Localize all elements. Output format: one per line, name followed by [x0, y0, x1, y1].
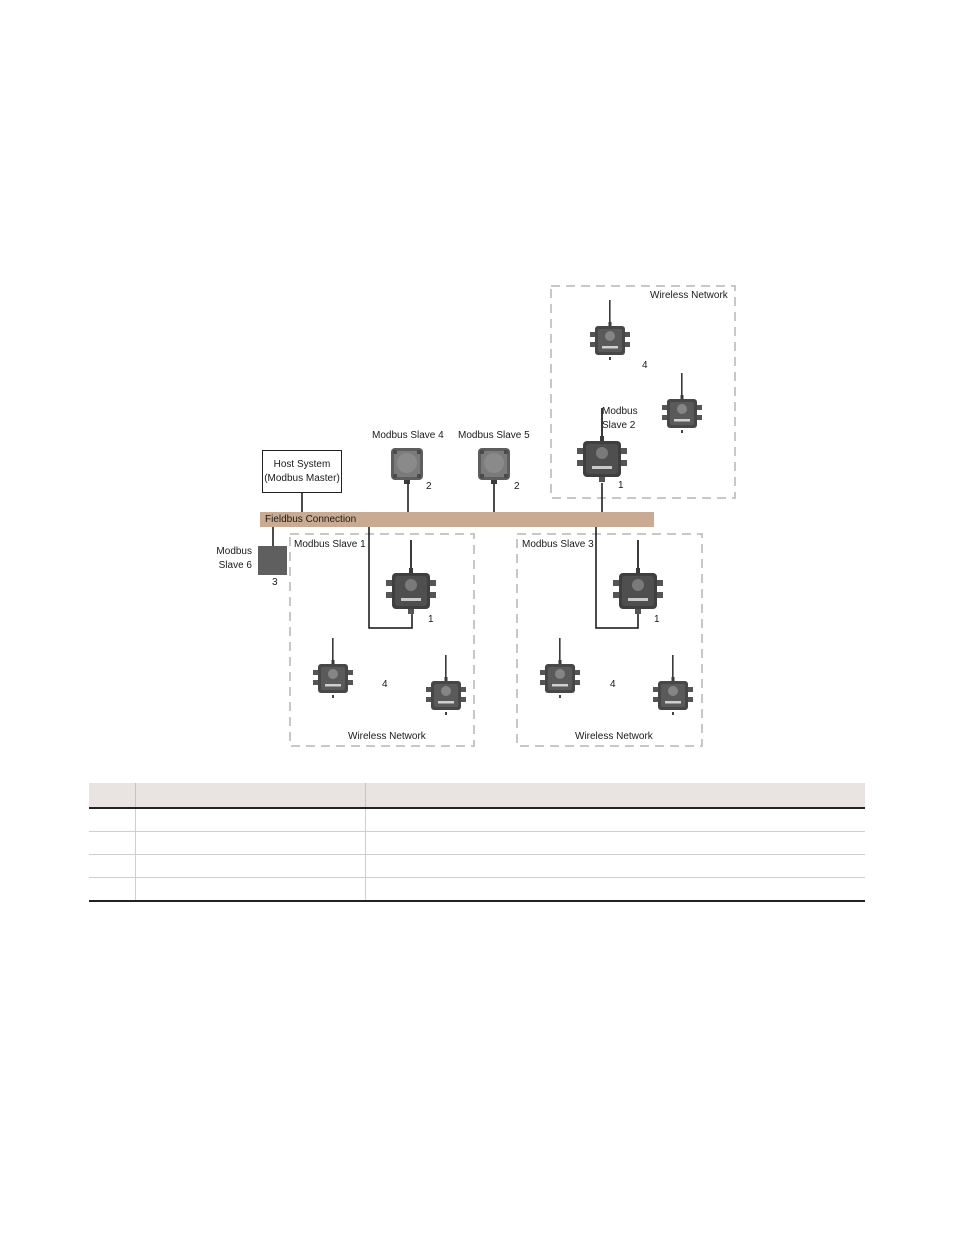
legend-header-row [89, 783, 865, 809]
wireless-node-icon [590, 300, 630, 360]
callout-1-slave1: 1 [428, 614, 434, 625]
legend-header-cell [89, 783, 135, 809]
slave4-label: Modbus Slave 4 [372, 430, 444, 441]
callout-2-slave4: 2 [426, 481, 432, 492]
table-row [89, 854, 865, 878]
callout-1-slave3: 1 [654, 614, 660, 625]
table-cell [364, 807, 865, 832]
slave3-link [595, 527, 639, 629]
table-cell [134, 854, 365, 878]
table-row [89, 831, 865, 855]
fieldbus-connection-bar: Fieldbus Connection [260, 512, 654, 527]
fieldbus-label: Fieldbus Connection [265, 514, 357, 525]
slave3-label: Modbus Slave 3 [522, 539, 594, 550]
slave5-label: Modbus Slave 5 [458, 430, 530, 441]
host-system-label: Host System (Modbus Master) [264, 458, 340, 484]
callout-4-top: 4 [642, 360, 648, 371]
wireless-node-icon [653, 655, 693, 715]
slave1-label: Modbus Slave 1 [294, 539, 366, 550]
table-cell [364, 877, 865, 901]
slave2-label: Modbus Slave 2 [602, 406, 638, 431]
table-cell [89, 807, 135, 832]
wireless-network-label-left: Wireless Network [348, 731, 426, 742]
modbus-slave-6-device [258, 546, 287, 575]
wireless-node-icon [540, 638, 580, 698]
table-cell [134, 807, 365, 832]
table-cell [89, 854, 135, 878]
legend-table [89, 783, 865, 902]
table-cell [134, 831, 365, 855]
gateway-slave1-icon [386, 540, 436, 614]
callout-1-slave2: 1 [618, 480, 624, 491]
wireless-network-label-right: Wireless Network [575, 731, 653, 742]
table-row [89, 877, 865, 901]
slave6-label: Modbus Slave 6 [216, 546, 252, 571]
table-cell [364, 854, 865, 878]
gateway-slave3-icon [613, 540, 663, 614]
legend-header-cell [364, 783, 865, 809]
io-module-slave4-icon [391, 448, 423, 484]
slave1-link [368, 527, 413, 629]
table-cell [134, 877, 365, 901]
wireless-network-box-left [289, 533, 475, 747]
wireless-node-icon [426, 655, 466, 715]
wireless-network-box-right [516, 533, 703, 747]
callout-2-slave5: 2 [514, 481, 520, 492]
wireless-network-label-top: Wireless Network [650, 290, 728, 301]
wireless-node-icon [313, 638, 353, 698]
table-cell [89, 877, 135, 901]
table-row [89, 807, 865, 832]
callout-3-slave6: 3 [272, 577, 278, 588]
callout-4-right: 4 [610, 679, 616, 690]
wireless-network-box-top [550, 285, 736, 499]
callout-4-left: 4 [382, 679, 388, 690]
network-diagram [272, 285, 736, 747]
table-cell [89, 831, 135, 855]
table-cell [364, 831, 865, 855]
io-module-slave5-icon [478, 448, 510, 484]
host-system-box: Host System (Modbus Master) [262, 450, 342, 493]
wireless-node-icon [662, 373, 702, 433]
legend-header-cell [134, 783, 365, 809]
